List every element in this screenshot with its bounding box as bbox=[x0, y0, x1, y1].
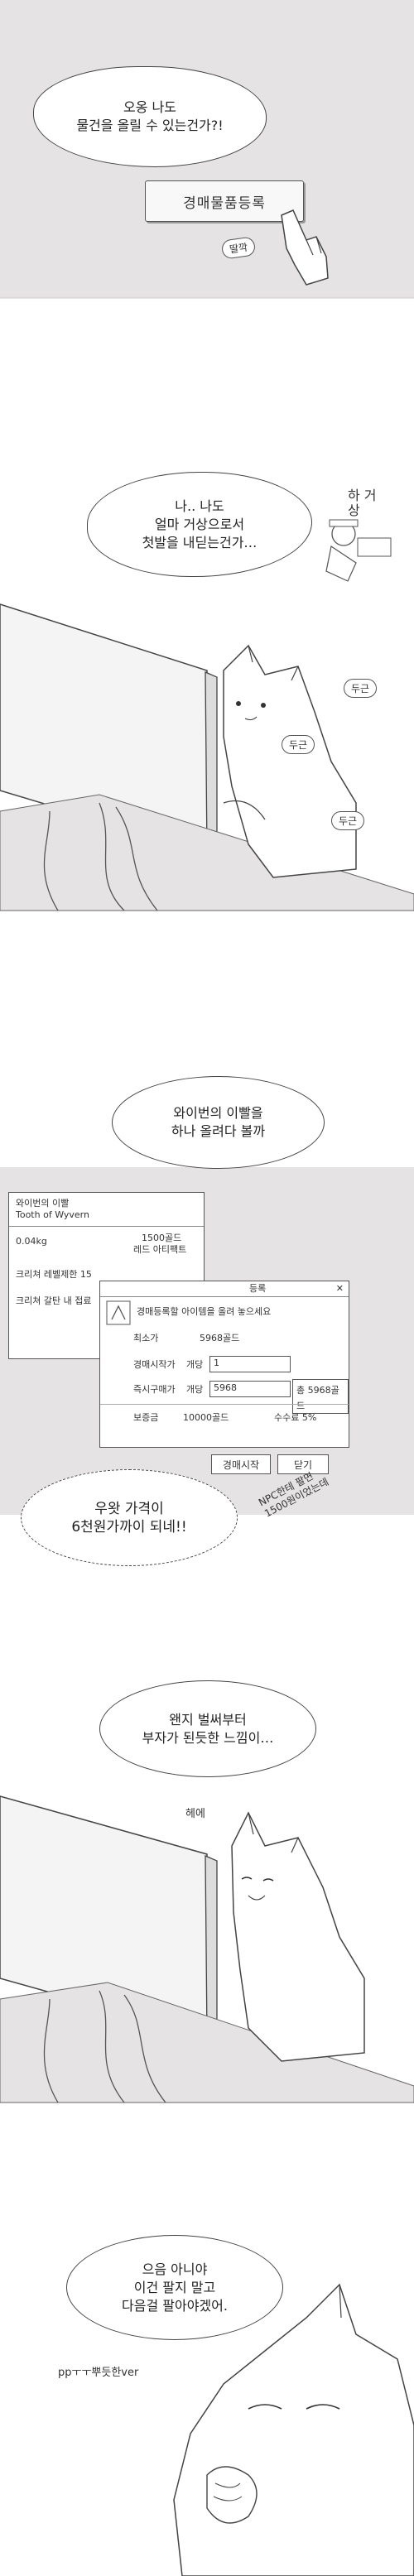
cursor-hand-icon bbox=[281, 209, 329, 286]
speech-text-5: 으음 아니야 이건 팔지 말고 다음걸 팔아야겠어. bbox=[122, 2261, 228, 2314]
fee-text: 수수료 5% bbox=[274, 1412, 317, 1423]
proud-sfx: ppㅜㅜ뿌듯한ver bbox=[58, 2367, 139, 2379]
row-label-start-price: 경매시작가 bbox=[133, 1359, 176, 1370]
instruction-text: 경매등록할 아이템을 올려 놓으세요 bbox=[137, 1306, 272, 1317]
heartbeat-sfx-3: 두근 bbox=[331, 811, 365, 830]
merchant-thought-illustration bbox=[325, 519, 392, 582]
register-button-label: 경매물품등록 bbox=[183, 195, 266, 212]
speech-bubble-5: 으음 아니야 이건 팔지 말고 다음걸 팔아야겠어. bbox=[66, 2235, 283, 2340]
speech-text-2: 나.. 나도 얼마 거상으로서 첫발을 내딛는건가… bbox=[142, 497, 258, 550]
item-slot-icon[interactable] bbox=[106, 1300, 132, 1326]
monitor-and-desk-illustration bbox=[0, 603, 414, 911]
side-thought-text: 하 거 상 bbox=[348, 488, 377, 518]
speech-text: 오옹 나도 물건을 올릴 수 있는건가?! bbox=[76, 99, 224, 133]
speech-text-3: 와이번의 이빨을 하나 올려다 볼까 bbox=[171, 1105, 266, 1139]
item-grade: 레드 아티팩트 bbox=[133, 1244, 187, 1255]
auction-register-window: 등록 ✕ 경매등록할 아이템을 올려 놓으세요 최소가 5968골드 경매시작가… bbox=[99, 1281, 349, 1448]
row-value-min-price: 5968골드 bbox=[200, 1333, 240, 1343]
deposit-label: 보증금 bbox=[133, 1412, 159, 1423]
item-name-ko: 와이번의 이빨 bbox=[16, 1198, 70, 1209]
item-weight: 0.04kg bbox=[16, 1236, 47, 1247]
row-label-buyout-price: 즉시구매가 bbox=[133, 1384, 176, 1395]
row-unit-start-price: 개당 bbox=[186, 1359, 204, 1370]
start-price-input[interactable]: 1 bbox=[209, 1356, 291, 1372]
caption-text: 우왓 가격이 6천원가까이 되네!! bbox=[71, 1500, 187, 1536]
item-required-level: 크리쳐 레벨제한 15 bbox=[16, 1269, 92, 1280]
item-price: 1500골드 bbox=[142, 1233, 182, 1243]
speech-bubble-2: 나.. 나도 얼마 거상으로서 첫발을 내딛는건가… bbox=[87, 472, 312, 577]
item-size: 크리쳐 갈탄 내 접료 bbox=[16, 1295, 92, 1306]
panel-1-divider-art bbox=[0, 297, 414, 299]
start-auction-button[interactable]: 경매시작 bbox=[211, 1454, 271, 1474]
buyout-price-input[interactable]: 5968 bbox=[209, 1381, 291, 1397]
row-label-min-price: 최소가 bbox=[133, 1333, 159, 1343]
speech-bubble: 오옹 나도 물건을 올릴 수 있는건가?! bbox=[33, 66, 267, 167]
register-item-button[interactable]: 경매물품등록 bbox=[145, 180, 304, 222]
close-window-button[interactable]: 닫기 bbox=[277, 1454, 329, 1474]
close-icon[interactable]: ✕ bbox=[335, 1283, 344, 1294]
caption-bubble: 우왓 가격이 6천원가까이 되네!! bbox=[21, 1469, 238, 1566]
heartbeat-sfx-2: 두근 bbox=[282, 735, 315, 754]
window-title: 등록 bbox=[249, 1283, 267, 1294]
heartbeat-sfx-1: 두근 bbox=[344, 679, 378, 698]
row-unit-buyout-price: 개당 bbox=[186, 1384, 204, 1395]
deposit-value: 10000골드 bbox=[183, 1412, 229, 1423]
speech-bubble-3: 와이번의 이빨을 하나 올려다 볼까 bbox=[112, 1076, 325, 1169]
total-price-badge: 총 5968골드 bbox=[292, 1379, 349, 1414]
speech-bubble-4: 왠지 벌써부터 부자가 된듯한 느낌이… bbox=[99, 1680, 316, 1777]
monitor-desk-illustration-2 bbox=[0, 1795, 414, 2103]
speech-text-4: 왠지 벌써부터 부자가 된듯한 느낌이… bbox=[142, 1711, 274, 1746]
hehe-sfx: 헤에 bbox=[185, 1808, 205, 1820]
thinking-dog-illustration bbox=[173, 2283, 414, 2576]
item-name-en: Tooth of Wyvern bbox=[16, 1209, 89, 1220]
